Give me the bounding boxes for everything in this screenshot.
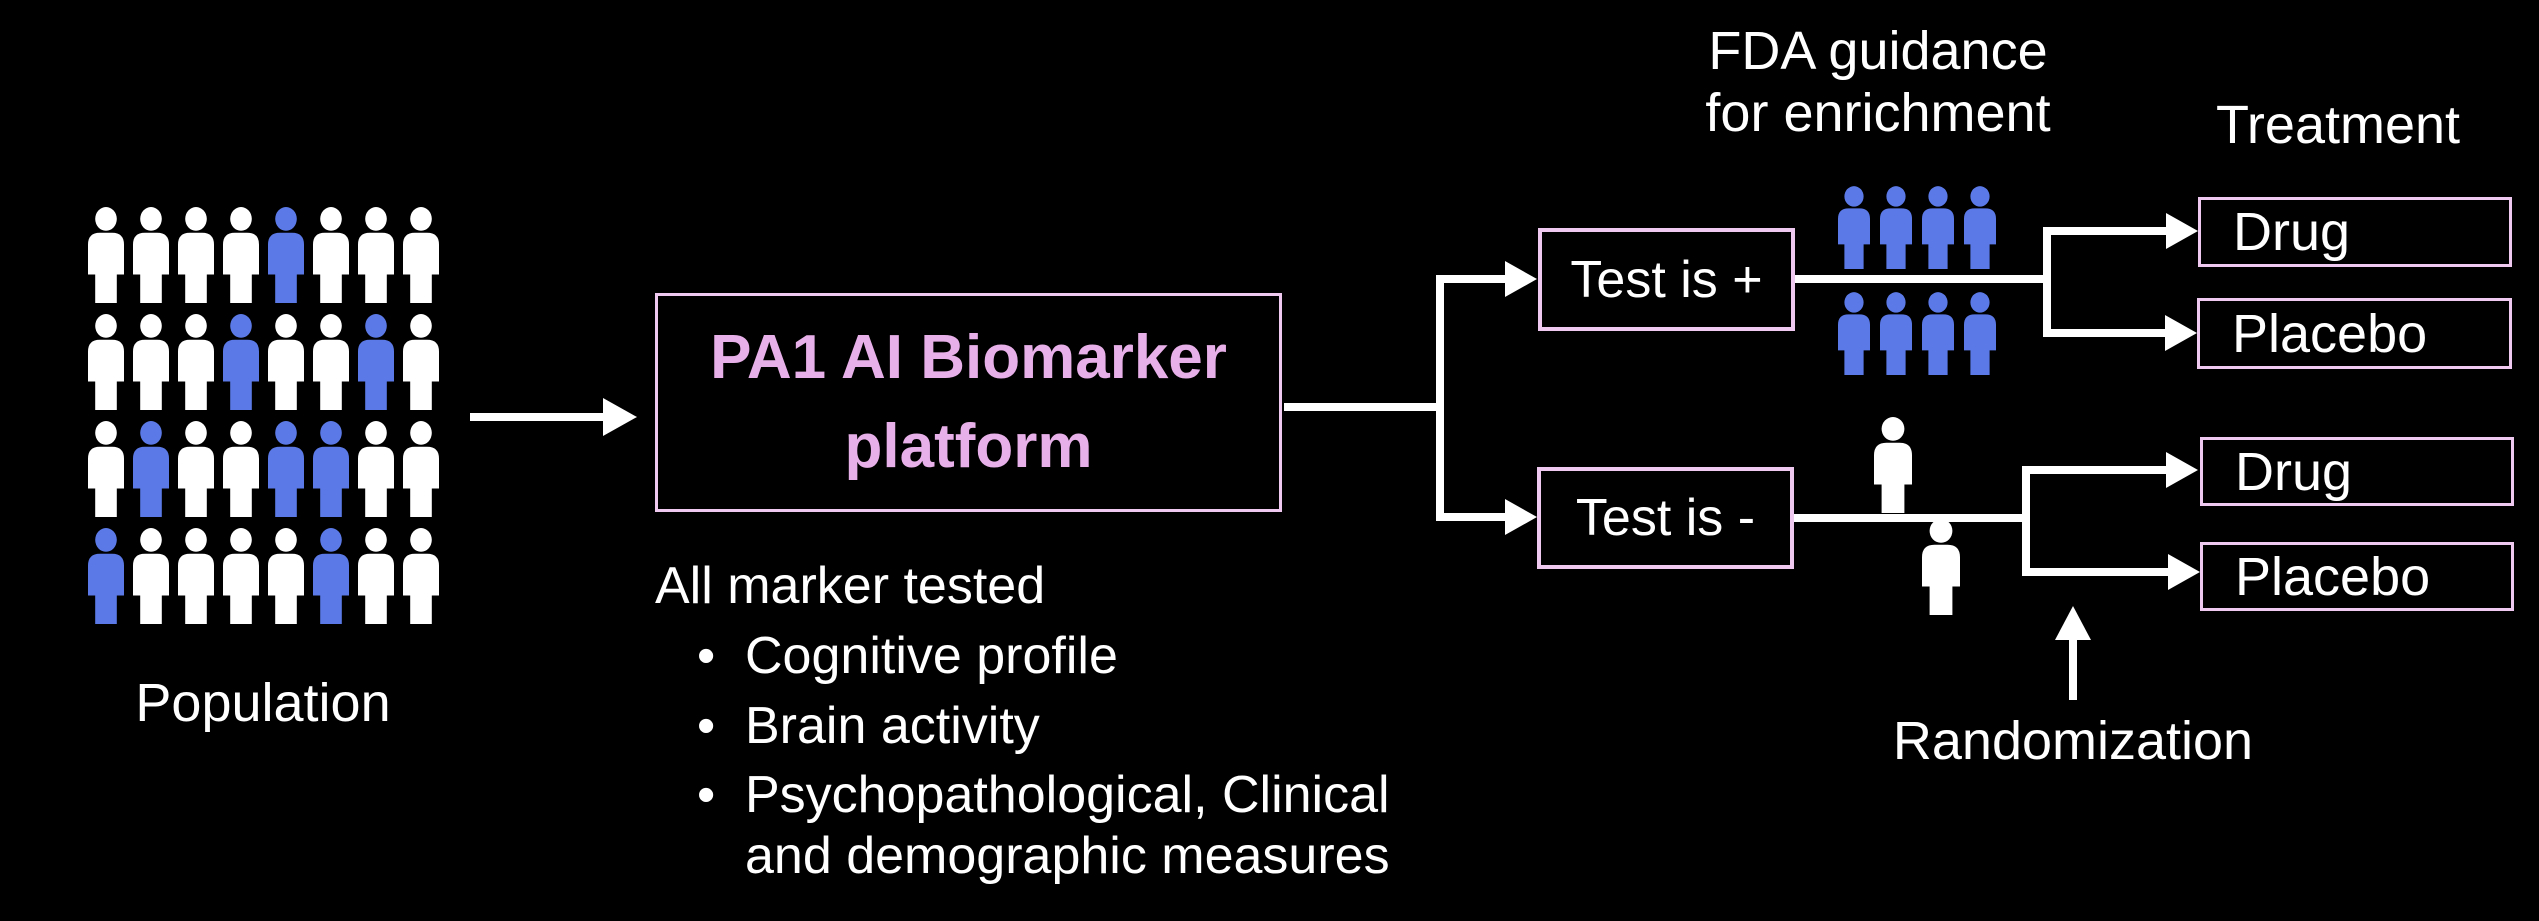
drug-label: Drug	[2233, 202, 2351, 262]
markers-list: All marker tested • Cognitive profile • …	[655, 556, 1435, 887]
person-icon	[268, 314, 304, 410]
bullet-icon: •	[697, 696, 716, 755]
randomization-arrow	[2055, 606, 2091, 700]
person-icon	[1880, 186, 1912, 269]
person-icon	[223, 421, 259, 517]
person-icon	[133, 314, 169, 410]
person-icon	[88, 528, 124, 624]
person-icon	[313, 207, 349, 303]
person-icon	[268, 421, 304, 517]
population-label: Population	[135, 673, 391, 733]
arrow-to-drug-negative	[2022, 452, 2198, 488]
fda-guidance-line1: FDA guidance	[1708, 21, 2048, 81]
marker-item-text: Brain activity	[745, 696, 1040, 755]
test-negative-label: Test is -	[1575, 489, 1756, 547]
person-icon	[1964, 292, 1996, 375]
connector-negative-branch	[1794, 470, 2030, 572]
randomization-label: Randomization	[1892, 711, 2254, 771]
placebo-box-negative: Placebo	[2200, 542, 2514, 611]
placebo-box-positive: Placebo	[2197, 298, 2512, 369]
person-icon	[358, 528, 394, 624]
platform-title-line1: PA1 AI Biomarker	[710, 322, 1227, 392]
treatment-label: Treatment	[2215, 95, 2461, 155]
connector-positive-branch	[1795, 231, 2051, 333]
test-positive-box: Test is +	[1538, 228, 1795, 331]
fda-guidance-label: FDA guidance for enrichment	[1628, 20, 2128, 144]
arrow-to-placebo-negative	[2022, 554, 2200, 590]
person-icon	[1964, 186, 1996, 269]
fda-guidance-line2: for enrichment	[1705, 83, 2051, 144]
person-icon	[223, 528, 259, 624]
population-grid-icons	[88, 207, 439, 624]
person-icon	[403, 528, 439, 624]
person-icon	[223, 314, 259, 410]
person-icon	[268, 207, 304, 303]
person-icon	[133, 207, 169, 303]
person-icon	[268, 528, 304, 624]
person-icon	[178, 207, 214, 303]
connector-platform-branch	[1284, 279, 1444, 517]
arrow-to-drug-positive	[2043, 213, 2198, 249]
drug-box-positive: Drug	[2198, 197, 2512, 267]
person-icon	[178, 314, 214, 410]
marker-item-text: Cognitive profile	[745, 626, 1118, 685]
arrow-population-to-platform	[470, 398, 637, 436]
arrow-to-placebo-positive	[2043, 315, 2197, 351]
drug-box-negative: Drug	[2200, 437, 2514, 506]
person-icon	[1922, 519, 1960, 615]
arrow-to-test-negative	[1436, 499, 1537, 535]
positive-cohort-icons	[1838, 186, 1996, 375]
test-negative-box: Test is -	[1537, 467, 1794, 569]
person-icon	[313, 314, 349, 410]
negative-cohort-icons	[1874, 417, 1960, 615]
arrow-to-test-positive	[1436, 261, 1537, 297]
person-icon	[1874, 417, 1912, 513]
person-icon	[358, 207, 394, 303]
bullet-icon: •	[697, 766, 716, 825]
platform-title-line2: platform	[844, 411, 1093, 481]
person-icon	[403, 314, 439, 410]
person-icon	[403, 207, 439, 303]
person-icon	[1838, 186, 1870, 269]
person-icon	[178, 528, 214, 624]
person-icon	[133, 528, 169, 624]
placebo-label: Placebo	[2232, 303, 2428, 364]
person-icon	[313, 421, 349, 517]
person-icon	[88, 207, 124, 303]
person-icon	[1838, 292, 1870, 375]
person-icon	[358, 314, 394, 410]
person-icon	[88, 314, 124, 410]
person-icon	[1922, 186, 1954, 269]
platform-box: PA1 AI Biomarker platform	[655, 293, 1282, 512]
bullet-icon: •	[697, 626, 716, 685]
marker-item: • Brain activity	[655, 696, 1435, 757]
person-icon	[223, 207, 259, 303]
person-icon	[1922, 292, 1954, 375]
person-icon	[88, 421, 124, 517]
marker-item-text: Psychopathological, Clinical and demogra…	[745, 766, 1390, 886]
person-icon	[403, 421, 439, 517]
person-icon	[133, 421, 169, 517]
test-positive-label: Test is +	[1570, 250, 1763, 309]
person-icon	[1880, 292, 1912, 375]
drug-label: Drug	[2235, 441, 2353, 502]
markers-heading: All marker tested	[655, 557, 1046, 615]
person-icon	[178, 421, 214, 517]
marker-item: • Cognitive profile	[655, 626, 1435, 687]
person-icon	[313, 528, 349, 624]
placebo-label: Placebo	[2235, 546, 2431, 607]
person-icon	[358, 421, 394, 517]
marker-item: • Psychopathological, Clinical and demog…	[655, 765, 1435, 887]
